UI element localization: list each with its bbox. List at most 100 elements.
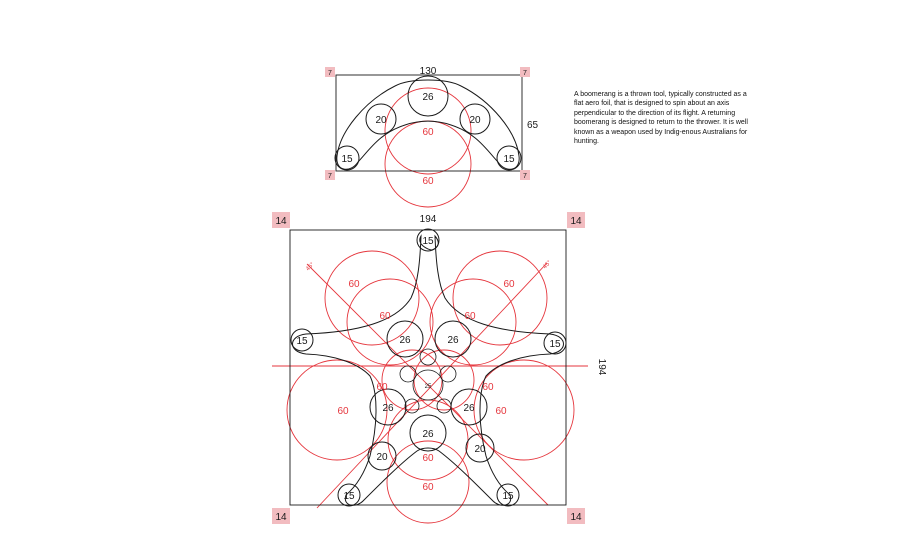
label-tip-right: 15 xyxy=(549,339,561,350)
red-circle-outer-left xyxy=(286,359,388,461)
top-boomerang-outline xyxy=(336,79,520,170)
label-red-outer-left: 60 xyxy=(337,406,349,417)
top-corner-tag-bl xyxy=(325,170,335,180)
diagonal-line-right xyxy=(316,262,548,509)
top-corner-tag-tl-label: 7 xyxy=(328,70,332,77)
circle-tip-right xyxy=(543,331,567,355)
circle-mid-right xyxy=(450,388,488,426)
top-circle-labels: 26 20 20 15 15 xyxy=(341,92,515,165)
bottom-corner-tags: 14 14 14 14 xyxy=(272,212,585,524)
red-circle-outer-upper-right xyxy=(452,250,548,346)
bottom-corner-tag-bl-label: 14 xyxy=(275,512,287,523)
top-label-red-upper: 60 xyxy=(422,127,434,138)
label-mid-left: 26 xyxy=(382,403,394,414)
label-red-outer-upper-left: 60 xyxy=(348,279,360,290)
label-center-circle: 25 xyxy=(425,384,432,390)
red-circle-outer-upper-left xyxy=(324,250,420,346)
circle-tip-top xyxy=(416,228,440,252)
circle-mid-left xyxy=(369,388,407,426)
label-tip-top: 15 xyxy=(422,236,434,247)
top-corner-tag-tr xyxy=(520,67,530,77)
center-small-circle-right xyxy=(439,365,457,383)
top-label-upper-right: 20 xyxy=(469,115,481,126)
top-corner-tag-bl-label: 7 xyxy=(328,173,332,180)
label-red-outer-right: 60 xyxy=(495,406,507,417)
angle-label-right: 45° xyxy=(542,259,553,270)
bottom-construction-lines xyxy=(272,262,588,509)
bottom-boomerang-figure: 15 15 15 15 15 26 26 26 26 26 20 20 25 6… xyxy=(272,212,607,524)
center-small-circle-left xyxy=(399,365,417,383)
bottom-red-circle-labels: 60 60 60 60 60 60 60 60 60 60 xyxy=(337,279,515,493)
bottom-boomerang-outline xyxy=(292,234,564,506)
top-circle-upper-right xyxy=(459,103,491,135)
description-text: A boomerang is a thrown tool, typically … xyxy=(574,91,748,146)
boomerang-description: A boomerang is a thrown tool, typically … xyxy=(574,90,750,146)
label-red-inner-mid-left: 60 xyxy=(376,382,388,393)
label-red-outer-upper-right: 60 xyxy=(503,279,515,290)
bottom-center-small-circles xyxy=(399,348,457,414)
label-red-lower-inner: 60 xyxy=(422,453,434,464)
circle-lower-right xyxy=(465,433,495,463)
bottom-corner-tag-tl-label: 14 xyxy=(275,216,287,227)
top-corner-tag-br-label: 7 xyxy=(523,173,527,180)
angle-label-left: 45° xyxy=(305,261,316,272)
bottom-black-circle-labels: 15 15 15 15 15 26 26 26 26 26 20 20 xyxy=(296,236,561,502)
red-circle-outer-right xyxy=(473,359,575,461)
center-small-circle-lower-left xyxy=(404,398,420,414)
bottom-corner-tag-tl xyxy=(272,212,290,228)
top-circle-bottom-left xyxy=(334,145,360,171)
circle-tip-bottom-left xyxy=(337,483,361,507)
top-label-red-lower: 60 xyxy=(422,176,434,187)
top-circles xyxy=(334,75,522,171)
circle-tip-bottom-right xyxy=(496,483,520,507)
diagonal-line-left xyxy=(306,263,549,506)
red-circle-inner-upper-left xyxy=(346,278,434,366)
label-upper-left: 26 xyxy=(399,335,411,346)
label-lower-left: 20 xyxy=(376,452,388,463)
bottom-width-label: 194 xyxy=(420,214,437,225)
top-construction-labels: 60 60 xyxy=(422,127,434,187)
top-width-label: 130 xyxy=(420,66,437,77)
bottom-construction-circles xyxy=(286,250,575,524)
top-boomerang-figure: 26 20 20 15 15 60 60 130 65 7 7 7 7 xyxy=(325,66,539,208)
bottom-corner-tag-tr xyxy=(567,212,585,228)
circle-upper-right xyxy=(434,320,472,358)
top-label-upper-left: 20 xyxy=(375,115,387,126)
top-construction-circles xyxy=(384,87,472,208)
label-tip-bottom-left: 15 xyxy=(343,491,355,502)
bottom-black-circles xyxy=(290,228,567,507)
red-circle-inner-upper-right xyxy=(429,278,517,366)
label-tip-left: 15 xyxy=(296,336,308,347)
bottom-corner-tag-bl xyxy=(272,508,290,524)
label-red-inner-upper-left: 60 xyxy=(379,311,391,322)
top-circle-center xyxy=(407,75,449,117)
top-bounding-box xyxy=(335,74,523,172)
top-construction-circle-upper xyxy=(384,87,472,175)
top-corner-tags: 7 7 7 7 xyxy=(325,67,530,180)
top-label-bottom-left: 15 xyxy=(341,154,353,165)
bottom-corner-tag-br-label: 14 xyxy=(570,512,582,523)
center-small-circle-top xyxy=(419,348,437,366)
circle-upper-left xyxy=(386,320,424,358)
circle-tip-left xyxy=(290,328,314,352)
circle-lower-left xyxy=(367,441,397,471)
top-height-label: 65 xyxy=(527,120,539,131)
top-corner-tag-tr-label: 7 xyxy=(523,70,527,77)
top-circle-upper-left xyxy=(365,103,397,135)
top-label-bottom-right: 15 xyxy=(503,154,515,165)
label-red-inner-mid-right: 60 xyxy=(482,382,494,393)
label-upper-right: 26 xyxy=(447,335,459,346)
center-small-circle xyxy=(412,369,444,401)
bottom-corner-tag-tr-label: 14 xyxy=(570,216,582,227)
label-red-inner-upper-right: 60 xyxy=(464,311,476,322)
label-red-bottom: 60 xyxy=(422,482,434,493)
red-circle-bottom xyxy=(386,440,470,524)
label-mid-right: 26 xyxy=(463,403,475,414)
top-circle-bottom-right xyxy=(496,145,522,171)
label-lower-right: 20 xyxy=(474,444,486,455)
label-tip-bottom-right: 15 xyxy=(502,491,514,502)
label-lower-center: 26 xyxy=(422,429,434,440)
top-corner-tag-tl xyxy=(325,67,335,77)
bottom-corner-tag-br xyxy=(567,508,585,524)
